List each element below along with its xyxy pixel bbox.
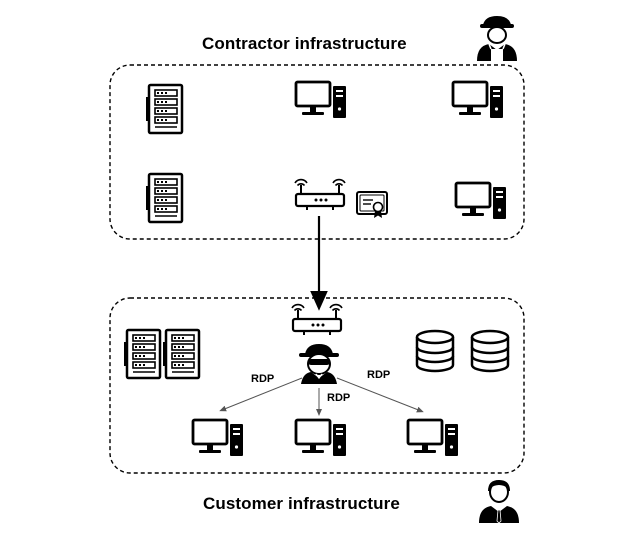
contractor-infrastructure-title: Contractor infrastructure [202,34,407,53]
rdp-arrow-right [336,377,424,413]
wifi-router-icon [293,178,347,212]
server-icon [144,172,184,224]
customer-infrastructure-title: Customer infrastructure [203,494,400,513]
worker-icon [477,16,517,61]
contractor-infrastructure-boundary [109,64,525,240]
desktop-computer-icon [294,418,348,458]
rdp-label-right: RDP [367,369,391,381]
rdp-label-center: RDP [327,392,351,404]
server-icon [161,328,201,380]
server-icon [144,83,184,135]
rdp-arrow-left [219,377,303,412]
certificate-icon [356,191,388,218]
desktop-computer-icon [406,418,460,458]
rdp-label-left: RDP [251,373,275,385]
desktop-computer-icon [294,80,348,120]
desktop-computer-icon [454,181,508,221]
businessman-icon [479,480,519,524]
customer-infrastructure-boundary [109,297,525,474]
server-icon [122,328,162,380]
database-icon [470,329,510,373]
database-icon [415,329,455,373]
hacker-spy-icon [299,344,339,384]
desktop-computer-icon [191,418,245,458]
desktop-computer-icon [451,80,505,120]
wifi-router-icon [290,303,344,337]
